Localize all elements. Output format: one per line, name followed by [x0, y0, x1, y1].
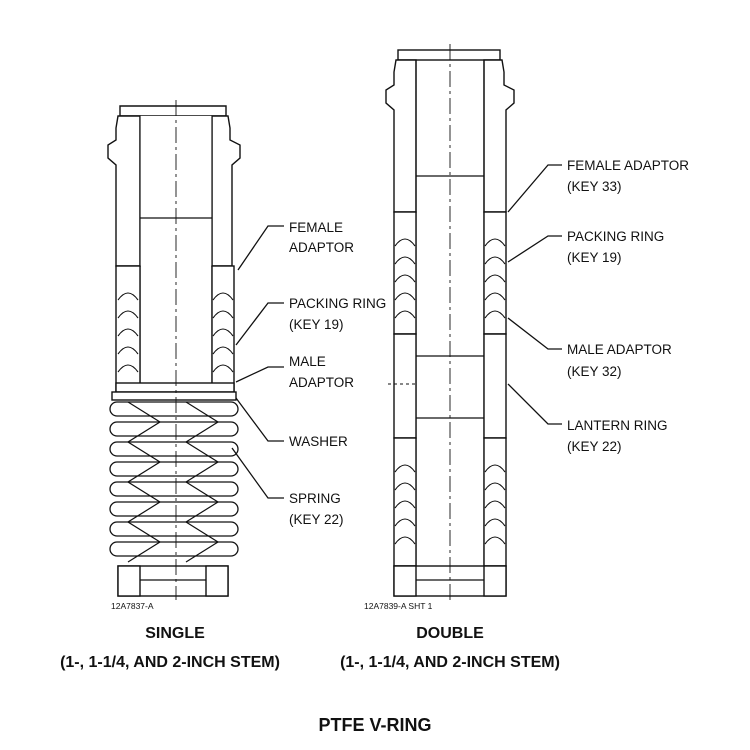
- single-label-male-adaptor-1: MALE: [289, 354, 326, 369]
- double-labels: FEMALE ADAPTOR (KEY 33) PACKING RING (KE…: [340, 158, 689, 671]
- single-v-ring-outlines: [117, 292, 234, 373]
- double-label-lantern-ring-1: LANTERN RING: [567, 418, 668, 433]
- double-leader-lines: [507, 164, 562, 425]
- double-label-male-adaptor-1: MALE ADAPTOR: [567, 342, 672, 357]
- single-label-female-adaptor-1: FEMALE: [289, 220, 343, 235]
- single-label-female-adaptor-2: ADAPTOR: [289, 240, 354, 255]
- double-caption: DOUBLE: [416, 625, 484, 642]
- double-label-lantern-ring-2: (KEY 22): [567, 439, 622, 454]
- single-female-adaptor-left: [107, 115, 141, 267]
- diagram-title: PTFE V-RING: [318, 715, 431, 735]
- double-drawing-number: 12A7839-A SHT 1: [364, 601, 433, 611]
- single-label-washer: WASHER: [289, 434, 348, 449]
- single-drawing-number: 12A7837-A: [111, 601, 154, 611]
- double-lower-packing-right: [483, 437, 507, 567]
- single-caption-stem: (1-, 1-1/4, AND 2-INCH STEM): [60, 654, 280, 671]
- double-female-adaptor-left: [385, 59, 417, 213]
- single-male-adaptor: [115, 382, 235, 393]
- double-label-packing-ring-2: (KEY 19): [567, 250, 622, 265]
- single-female-adaptor-right: [211, 115, 241, 267]
- double-packing-assembly: [385, 44, 515, 600]
- double-label-female-adaptor-1: FEMALE ADAPTOR: [567, 158, 689, 173]
- double-label-packing-ring-1: PACKING RING: [567, 229, 664, 244]
- single-spring-zigzag: [126, 401, 162, 563]
- single-label-spring-2: (KEY 22): [289, 512, 344, 527]
- double-lantern-ring-left: [393, 333, 417, 439]
- double-caption-stem: (1-, 1-1/4, AND 2-INCH STEM): [340, 654, 560, 671]
- single-labels: FEMALE ADAPTOR PACKING RING (KEY 19) MAL…: [60, 220, 386, 671]
- single-female-adaptor-top-flange: [119, 105, 227, 117]
- single-label-packing-ring-2: (KEY 19): [289, 317, 344, 332]
- single-label-spring-1: SPRING: [289, 491, 341, 506]
- single-spring: [109, 401, 239, 557]
- double-lantern-ring-right: [483, 333, 507, 439]
- single-label-male-adaptor-2: ADAPTOR: [289, 375, 354, 390]
- single-packing-assembly: [107, 100, 241, 600]
- double-label-female-adaptor-2: (KEY 33): [567, 179, 622, 194]
- double-female-adaptor-right: [483, 59, 515, 213]
- single-leader-lines: [231, 225, 284, 499]
- double-label-male-adaptor-2: (KEY 32): [567, 364, 622, 379]
- single-washer: [111, 391, 237, 401]
- single-label-packing-ring-1: PACKING RING: [289, 296, 386, 311]
- double-lower-packing-left: [393, 437, 417, 567]
- single-caption: SINGLE: [145, 625, 205, 642]
- double-top-flange: [397, 49, 501, 61]
